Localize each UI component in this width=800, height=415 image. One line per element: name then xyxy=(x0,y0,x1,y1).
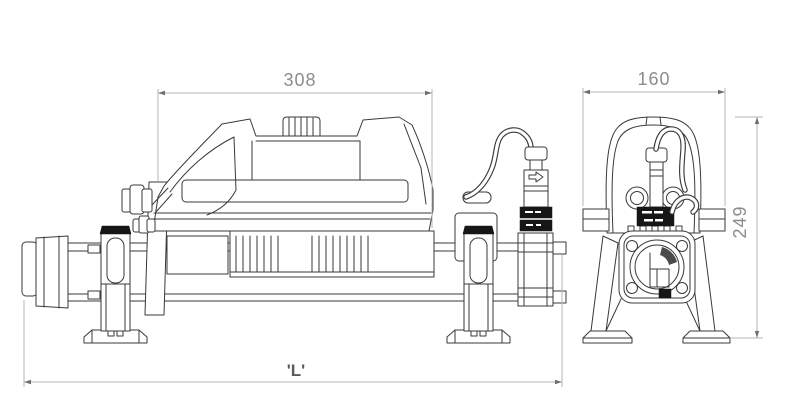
lower-panel xyxy=(166,235,229,275)
flow-switch xyxy=(523,146,549,208)
handle xyxy=(169,136,237,216)
dimension-label-overall-width: 160 xyxy=(637,69,670,89)
end-view xyxy=(582,116,731,344)
wall-brackets xyxy=(582,208,726,232)
dimension-label-housing-length: 308 xyxy=(283,70,316,90)
union-label-bands xyxy=(519,206,553,232)
flow-switch-cable xyxy=(463,127,534,200)
flange-plate xyxy=(618,225,696,304)
dimension-label-overall-length: 'L' xyxy=(287,361,305,380)
feet xyxy=(582,330,731,344)
vent-ribs xyxy=(229,230,435,278)
left-flange xyxy=(21,235,101,309)
dimension-L: 'L' xyxy=(23,255,563,387)
mounting-foot-left xyxy=(83,225,148,344)
mounting-foot-right xyxy=(446,225,511,344)
dimension-160: 160 xyxy=(582,69,726,206)
thermostat-knob xyxy=(282,116,321,137)
port-circles xyxy=(625,186,685,210)
union-elbow xyxy=(649,247,677,299)
control-housing xyxy=(150,116,434,232)
dimension-249: 249 xyxy=(730,116,763,339)
flow-direction-arrow-icon xyxy=(528,171,544,183)
temperature-sensor xyxy=(636,147,675,227)
label-recess xyxy=(181,179,409,203)
side-view xyxy=(21,116,567,344)
sensor-cable xyxy=(653,126,700,215)
cable-glands xyxy=(121,184,156,234)
union-fitting xyxy=(517,232,567,307)
dimension-label-overall-height: 249 xyxy=(730,205,750,238)
dimension-308: 308 xyxy=(157,70,433,228)
